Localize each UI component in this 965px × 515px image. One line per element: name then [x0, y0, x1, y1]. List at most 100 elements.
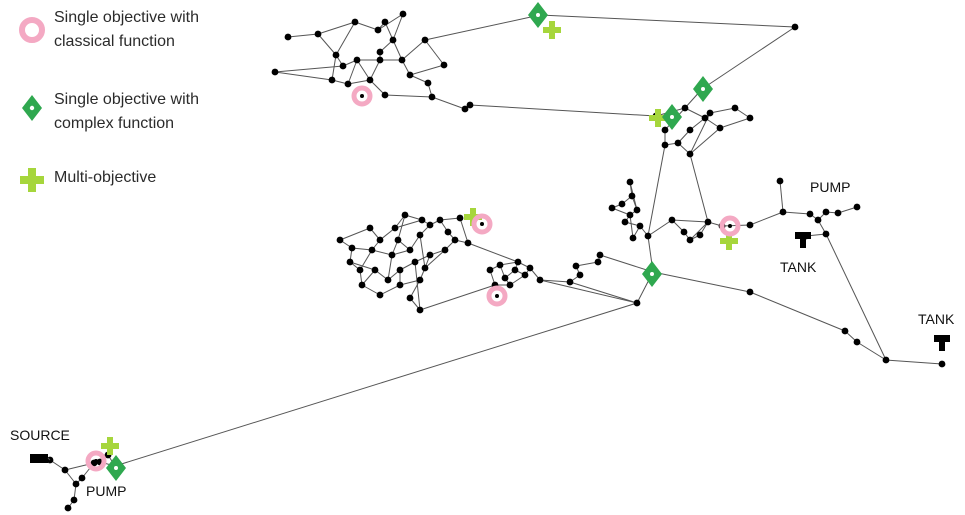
junction-node [456, 214, 464, 222]
pipe [274, 71, 333, 81]
pipe [701, 26, 796, 90]
pipe [392, 13, 404, 41]
junction-node [381, 91, 389, 99]
pipe [419, 234, 426, 269]
junction-node [629, 234, 637, 242]
junction-node [594, 258, 602, 266]
pipe [361, 284, 381, 296]
junction-node [506, 281, 514, 289]
pipe [356, 59, 371, 81]
junction-node [388, 251, 396, 259]
junction-node [328, 76, 336, 84]
junction-node [339, 62, 347, 70]
junction-node [791, 23, 799, 31]
junction-node [374, 26, 382, 34]
marker-center-dot [114, 466, 118, 470]
classical-objective-marker [351, 85, 373, 107]
junction-node [746, 288, 754, 296]
marker-center-dot [360, 94, 364, 98]
junction-node [486, 266, 494, 274]
junction-node [686, 236, 694, 244]
tank-icon-right [934, 335, 950, 351]
pipe [652, 271, 751, 293]
pipe [782, 211, 811, 215]
pipe [317, 21, 356, 35]
junction-node [731, 104, 739, 112]
junction-node [353, 56, 361, 64]
pipe [287, 33, 319, 38]
facilities [30, 232, 950, 463]
pipe [317, 33, 337, 56]
classical-objective-marker [471, 213, 493, 235]
pipe [431, 96, 466, 110]
junction-node [938, 360, 946, 368]
junction-node [376, 236, 384, 244]
junction-node [461, 105, 469, 113]
pipe [409, 279, 421, 299]
junction-node [416, 231, 424, 239]
pipe [379, 284, 401, 296]
tank-label-middle: TANK [780, 259, 817, 275]
junction-node [366, 76, 374, 84]
pipe [114, 302, 638, 467]
junction-node [70, 496, 78, 504]
junction-node [368, 246, 376, 254]
junction-node [394, 236, 402, 244]
pipe [467, 242, 519, 263]
junction-node [853, 203, 861, 211]
junction-node [464, 239, 472, 247]
pipe [749, 211, 784, 226]
pipe [347, 59, 358, 85]
junction-node [706, 109, 714, 117]
junction-node [406, 246, 414, 254]
junction-node [376, 48, 384, 56]
junction-node [521, 271, 529, 279]
pipe [684, 107, 706, 119]
legend-label-multi: Multi-objective [54, 169, 157, 186]
junction-node [496, 261, 504, 269]
junction-node [406, 71, 414, 79]
pipe [424, 14, 541, 41]
pipe [371, 249, 393, 256]
pipe [671, 219, 709, 223]
multi-objective-marker [464, 208, 482, 226]
junction-node [704, 218, 712, 226]
junction-node [701, 114, 709, 122]
sensor-markers [85, 2, 741, 481]
junction-node [716, 124, 724, 132]
junction-node [356, 266, 364, 274]
pipe [885, 359, 943, 365]
junction-node [418, 216, 426, 224]
pipe [709, 107, 736, 114]
lime-cross-icon [20, 168, 44, 192]
pipe [689, 127, 721, 155]
junction-node [421, 36, 429, 44]
junction-node [389, 36, 397, 44]
legend-label-complex: Single objective with complex function [54, 91, 199, 132]
junction-node [466, 101, 474, 109]
junction-node [596, 251, 604, 259]
junction-node [746, 221, 754, 229]
pipe [575, 261, 599, 267]
junction-node [72, 480, 80, 488]
junction-node [628, 192, 636, 200]
junction-node [572, 262, 580, 270]
junction-node [511, 266, 519, 274]
junction-node [668, 216, 676, 224]
classical-objective-marker [486, 285, 508, 307]
pipe [339, 227, 371, 241]
junction-node [391, 224, 399, 232]
junction-node [440, 61, 448, 69]
junction-node [396, 266, 404, 274]
junction-node [398, 56, 406, 64]
pipe [354, 21, 379, 31]
pipe [719, 117, 751, 129]
junction-node [680, 228, 688, 236]
pipe [397, 214, 406, 241]
junction-node [514, 258, 522, 266]
pipe [749, 291, 846, 332]
junction-node [814, 216, 822, 224]
junction-node [536, 276, 544, 284]
junction-node [424, 79, 432, 87]
junction-node [608, 204, 616, 212]
